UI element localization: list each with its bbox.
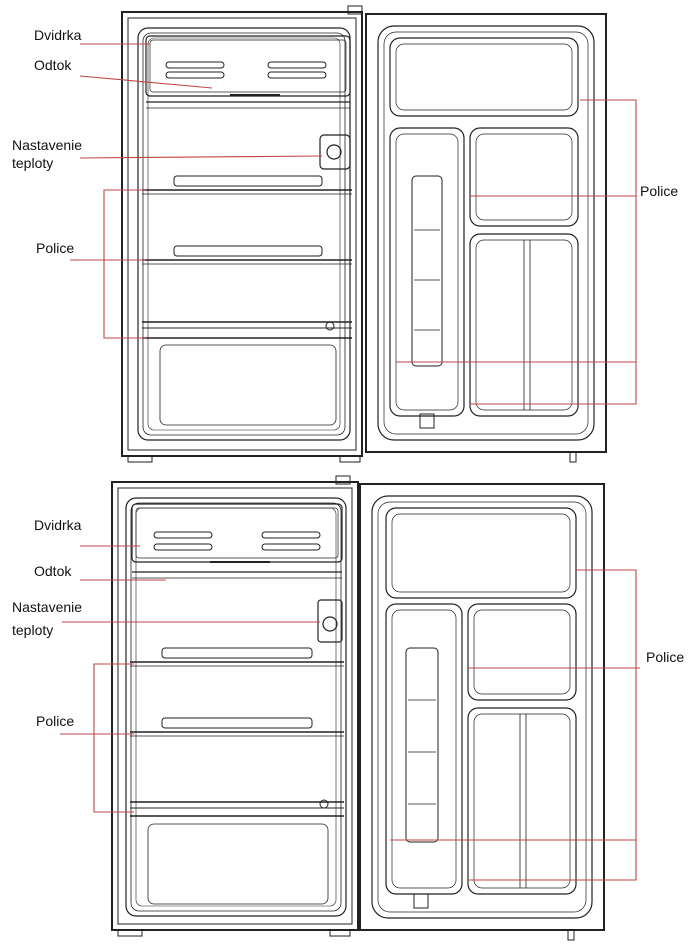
- label-shelves-left: Police: [36, 240, 74, 256]
- thermostat-knob-bottom: [317, 599, 343, 643]
- leader-lines-top: [70, 43, 637, 405]
- labels-bottom: Dvidrka Odtok Nastavenie teploty Police …: [12, 517, 684, 729]
- label-shelves-right: Police: [646, 649, 684, 665]
- fridge-door-bottom: [359, 483, 605, 941]
- label-shelves-right: Police: [640, 183, 678, 199]
- fridge-diagram-bottom: Dvidrka Odtok Nastavenie teploty Police …: [12, 475, 684, 941]
- label-thermostat-line2: teploty: [12, 622, 53, 638]
- label-thermostat-line1: Nastavenie: [12, 599, 82, 615]
- freezer-flap-bottom: [131, 503, 343, 579]
- left-shelves-top: [142, 175, 352, 426]
- label-drain: Odtok: [34, 57, 72, 73]
- label-drain: Odtok: [34, 563, 72, 579]
- fridge-cabinet-top: [121, 5, 363, 463]
- label-flap: Dvidrka: [34, 27, 82, 43]
- fridge-door-top: [365, 13, 607, 463]
- labels-top: Dvidrka Odtok Nastavenie teploty Police …: [12, 27, 678, 256]
- label-thermostat-line2: teploty: [12, 155, 53, 171]
- fridge-cabinet-bottom: [111, 475, 359, 937]
- leader-lines-bottom: [60, 545, 640, 881]
- thermostat-knob-top: [319, 134, 351, 170]
- label-shelves-left: Police: [36, 713, 74, 729]
- freezer-flap-top: [145, 35, 351, 109]
- left-shelves-bottom: [130, 647, 344, 905]
- fridge-diagram-top: Dvidrka Odtok Nastavenie teploty Police …: [12, 5, 678, 463]
- label-flap: Dvidrka: [34, 517, 82, 533]
- label-thermostat-line1: Nastavenie: [12, 137, 82, 153]
